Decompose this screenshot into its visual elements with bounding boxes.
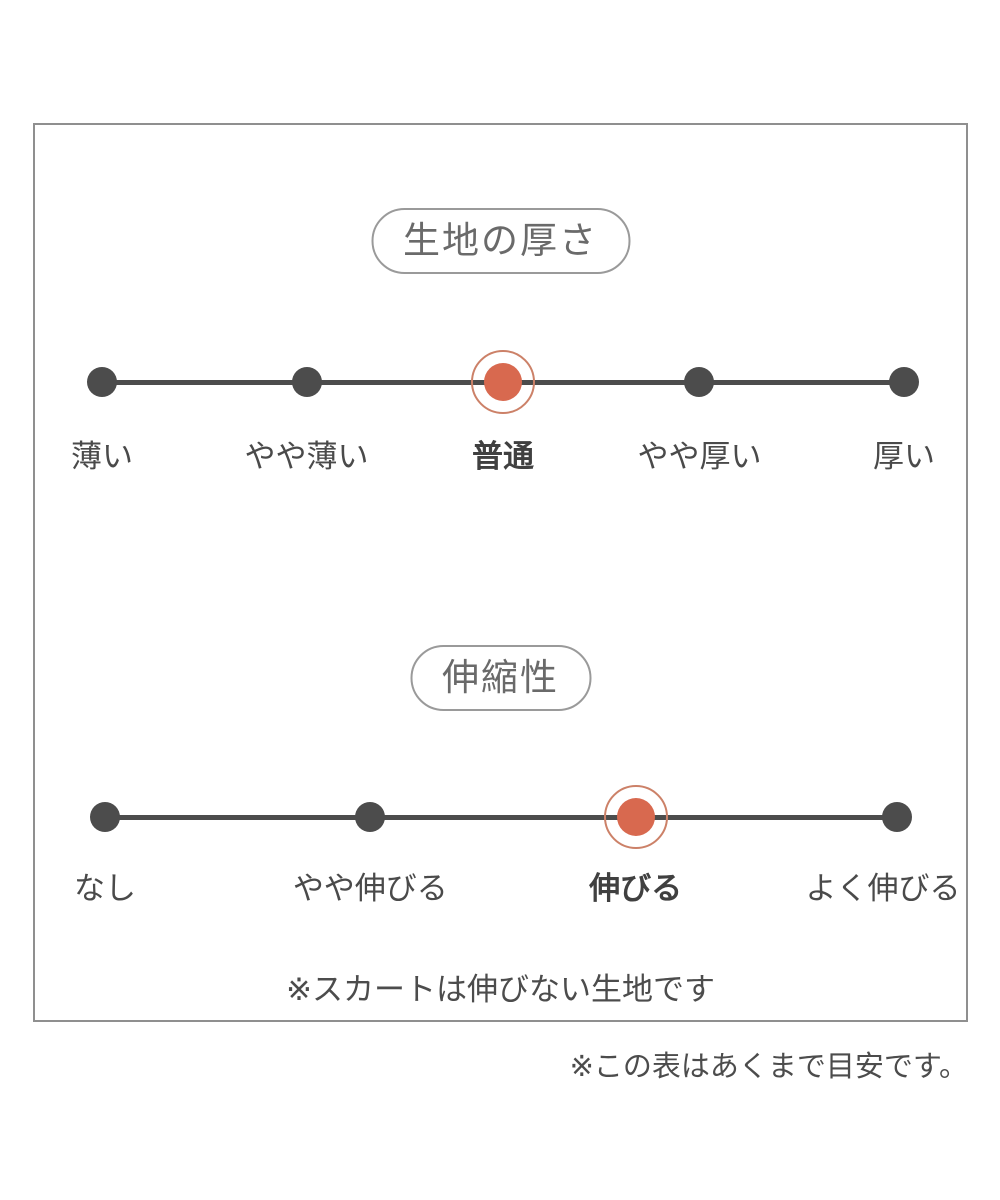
scale-dot (87, 367, 117, 397)
disclaimer-note: ※この表はあくまで目安です。 (569, 1051, 968, 1083)
stretch-title: 伸縮性 (442, 657, 559, 698)
scale-dot (889, 367, 919, 397)
scale-track (105, 814, 897, 820)
thickness-title-pill: 生地の厚さ (371, 208, 630, 275)
scale-label: やや厚い (637, 439, 762, 474)
scale-label: やや伸びる (292, 871, 448, 906)
scale-dot (355, 802, 386, 832)
scale-label-selected: 普通 (472, 439, 534, 474)
scale-dot (90, 802, 120, 832)
scale-label-selected: 伸びる (589, 871, 683, 906)
scale-label: 薄い (71, 439, 133, 474)
scale-label: よく伸びる (805, 871, 961, 906)
scale-dot (684, 367, 715, 397)
scale-dot (291, 367, 322, 397)
thickness-title: 生地の厚さ (403, 220, 598, 261)
scale-label: 厚い (873, 439, 935, 474)
scale-dot (882, 802, 912, 832)
scale-dot-selected (484, 363, 522, 401)
stretch-title-pill: 伸縮性 (410, 645, 591, 712)
info-box: 生地の厚さ 薄い やや薄い 普通 やや厚い 厚い 伸縮性 なし やや伸びる (33, 123, 968, 1022)
scale-dot-selected (616, 798, 655, 836)
scale-label: やや薄い (244, 439, 369, 474)
scale-label: なし (74, 871, 136, 906)
skirt-fabric-note: ※スカートは伸びない生地です (286, 972, 715, 1007)
